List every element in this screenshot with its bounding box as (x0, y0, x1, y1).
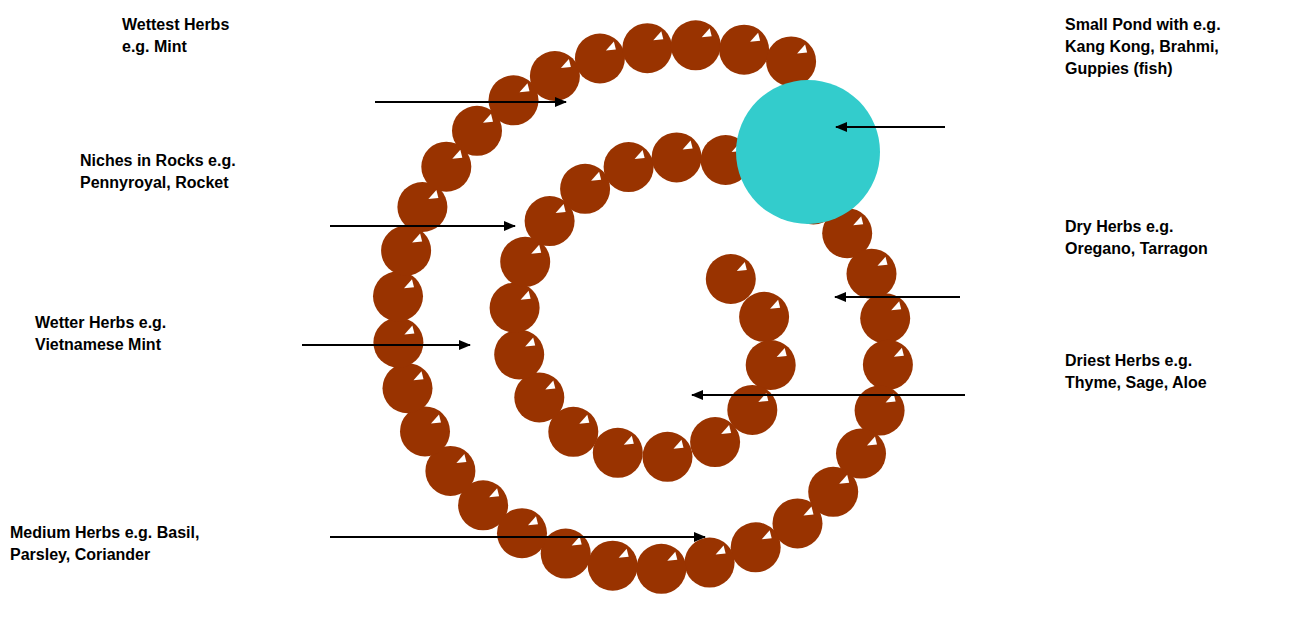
rock-highlight (635, 150, 645, 159)
rock-highlight (452, 150, 462, 159)
rock-highlight (521, 291, 531, 300)
rock-highlight (878, 257, 888, 266)
rock (719, 25, 769, 75)
herb-label: Driest Herbs e.g. Thyme, Sage, Aloe (1065, 350, 1245, 394)
leader-arrow (692, 394, 965, 396)
rock (530, 51, 580, 101)
rock (863, 340, 913, 390)
rock (400, 406, 450, 456)
pond (736, 80, 880, 224)
rock (588, 541, 638, 591)
rock-highlight (804, 506, 814, 515)
rock-highlight (431, 414, 441, 423)
rock-highlight (674, 440, 684, 449)
rock-highlight (545, 381, 555, 390)
herb-label: Medium Herbs e.g. Basil, Parsley, Corian… (10, 522, 225, 566)
rock-highlight (591, 172, 601, 181)
rock-highlight (606, 42, 616, 51)
rock-highlight (404, 279, 414, 288)
rock (604, 142, 654, 192)
rock-highlight (520, 83, 530, 92)
herb-label: Small Pond with e.g. Kang Kong, Brahmi, … (1065, 14, 1255, 80)
rock (652, 132, 702, 182)
rock-highlight (737, 262, 747, 271)
rock (381, 226, 431, 276)
rock (855, 386, 905, 436)
rock (773, 498, 823, 548)
rock (494, 330, 544, 380)
rock-highlight (683, 140, 693, 149)
herb-label: Wetter Herbs e.g. Vietnamese Mint (35, 312, 210, 356)
rock (593, 428, 643, 478)
leader-arrow (375, 101, 566, 103)
rock (373, 318, 423, 368)
rock-highlight (428, 190, 438, 199)
leader-arrow (330, 225, 515, 227)
rock-highlight (404, 326, 414, 335)
rock-highlight (489, 488, 499, 497)
leader-arrow (302, 344, 470, 346)
rock-highlight (716, 546, 726, 555)
rock-highlight (839, 475, 849, 484)
rock-highlight (894, 348, 904, 357)
rock-spiral (373, 20, 913, 594)
rock-highlight (770, 300, 780, 309)
rock-highlight (414, 371, 424, 380)
rock (383, 363, 433, 413)
rock-highlight (867, 437, 877, 446)
rock (706, 254, 756, 304)
rock-highlight (483, 114, 493, 123)
rock-highlight (412, 234, 422, 243)
rock (622, 23, 672, 73)
rock (766, 36, 816, 86)
rock-highlight (528, 516, 538, 525)
rock (739, 292, 789, 342)
rock-highlight (525, 338, 535, 347)
rock-highlight (762, 530, 772, 539)
rock-highlight (456, 454, 466, 463)
rock (860, 293, 910, 343)
rock-highlight (777, 348, 787, 357)
rock (490, 283, 540, 333)
rock (685, 538, 735, 588)
rock (671, 20, 721, 70)
rock-highlight (853, 216, 863, 225)
rock-highlight (653, 31, 663, 40)
rock-highlight (721, 425, 731, 434)
rock-highlight (702, 28, 712, 37)
rock-highlight (797, 44, 807, 53)
herb-label: Dry Herbs e.g. Oregano, Tarragon (1065, 216, 1240, 260)
leader-arrow (836, 126, 945, 128)
rock (514, 373, 564, 423)
rock-highlight (619, 549, 629, 558)
leader-arrow (835, 296, 960, 298)
rock (373, 271, 423, 321)
rock-highlight (891, 301, 901, 310)
rock-highlight (750, 33, 760, 42)
rock-highlight (556, 204, 566, 213)
rock (643, 432, 693, 482)
herb-label: Wettest Herbs e.g. Mint (122, 14, 257, 58)
rock-highlight (624, 436, 634, 445)
rock (690, 417, 740, 467)
rock (847, 249, 897, 299)
leader-arrow (330, 536, 705, 538)
rock (731, 522, 781, 572)
rock (636, 544, 686, 594)
herb-label: Niches in Rocks e.g. Pennyroyal, Rocket (80, 150, 250, 194)
rock-highlight (531, 245, 541, 254)
rock-highlight (579, 415, 589, 424)
rock (560, 164, 610, 214)
rock (575, 34, 625, 84)
rock (746, 340, 796, 390)
rock-highlight (667, 552, 677, 561)
rock-highlight (561, 59, 571, 68)
